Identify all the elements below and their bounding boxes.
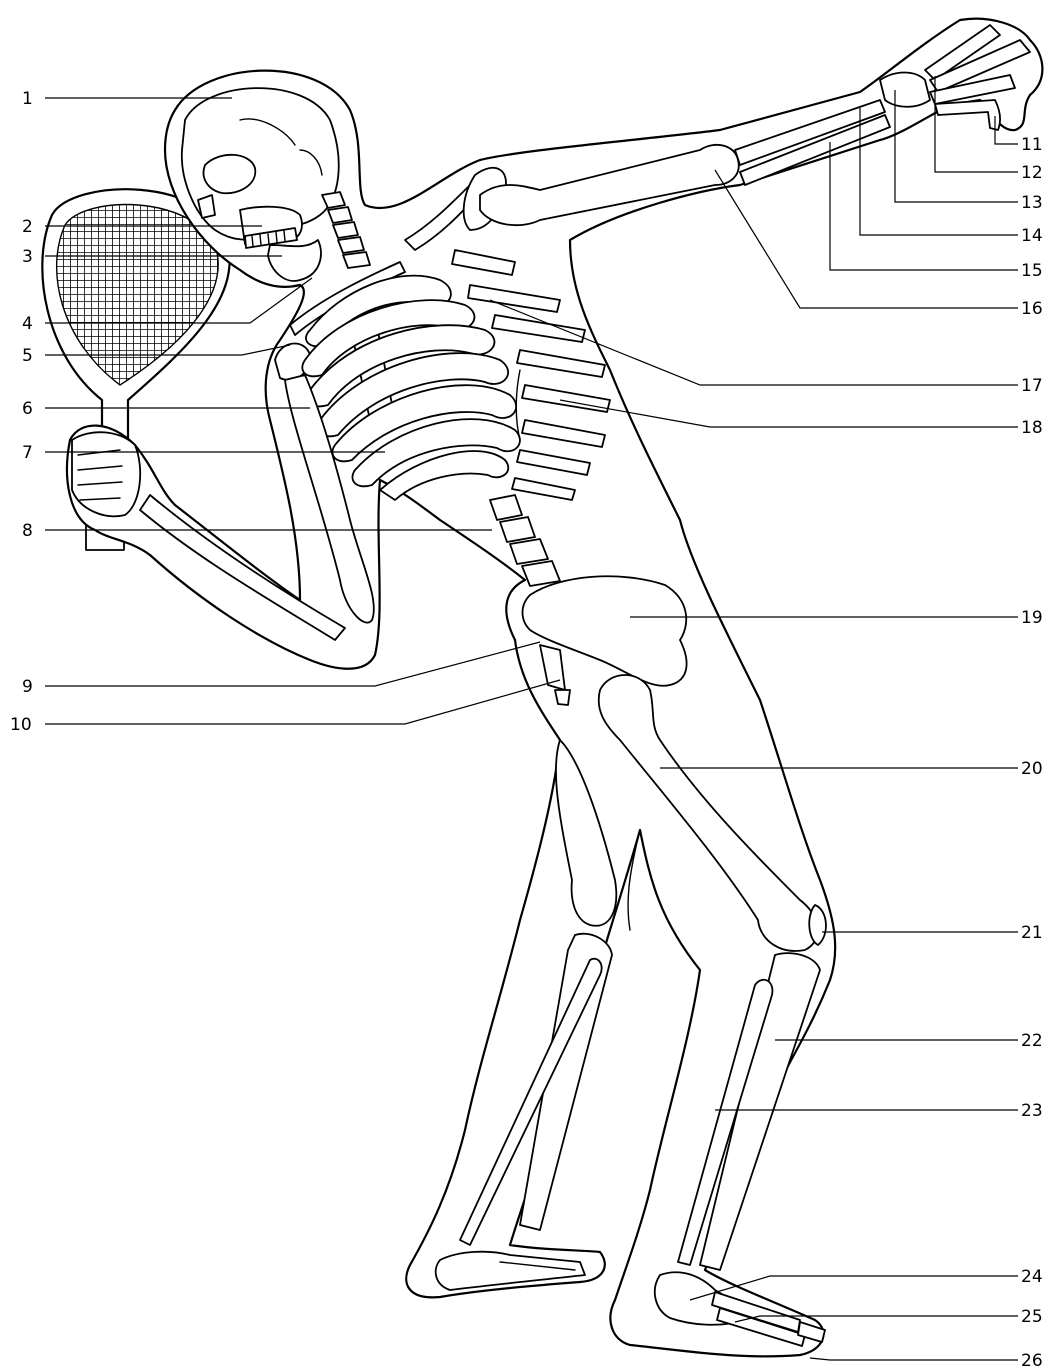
label-3: 3 <box>22 247 33 267</box>
label-8: 8 <box>22 521 33 541</box>
label-18: 18 <box>1021 418 1043 438</box>
label-17: 17 <box>1021 376 1043 396</box>
label-21: 21 <box>1021 923 1043 943</box>
label-10: 10 <box>10 715 32 735</box>
label-6: 6 <box>22 399 33 419</box>
label-25: 25 <box>1021 1307 1043 1327</box>
label-13: 13 <box>1021 193 1043 213</box>
label-11: 11 <box>1021 135 1043 155</box>
label-2: 2 <box>22 217 33 237</box>
label-15: 15 <box>1021 261 1043 281</box>
label-12: 12 <box>1021 163 1043 183</box>
label-20: 20 <box>1021 759 1043 779</box>
label-4: 4 <box>22 314 33 334</box>
label-7: 7 <box>22 443 33 463</box>
label-26: 26 <box>1021 1351 1043 1369</box>
label-16: 16 <box>1021 299 1043 319</box>
phalanges <box>935 100 1000 130</box>
nasal-cavity <box>198 195 215 218</box>
label-19: 19 <box>1021 608 1043 628</box>
label-1: 1 <box>22 89 33 109</box>
label-9: 9 <box>22 677 33 697</box>
label-14: 14 <box>1021 226 1043 246</box>
coccyx <box>555 690 570 705</box>
label-5: 5 <box>22 346 33 366</box>
label-23: 23 <box>1021 1101 1043 1121</box>
carpals <box>880 73 930 107</box>
label-22: 22 <box>1021 1031 1043 1051</box>
label-24: 24 <box>1021 1267 1043 1287</box>
left-hand <box>72 432 140 516</box>
